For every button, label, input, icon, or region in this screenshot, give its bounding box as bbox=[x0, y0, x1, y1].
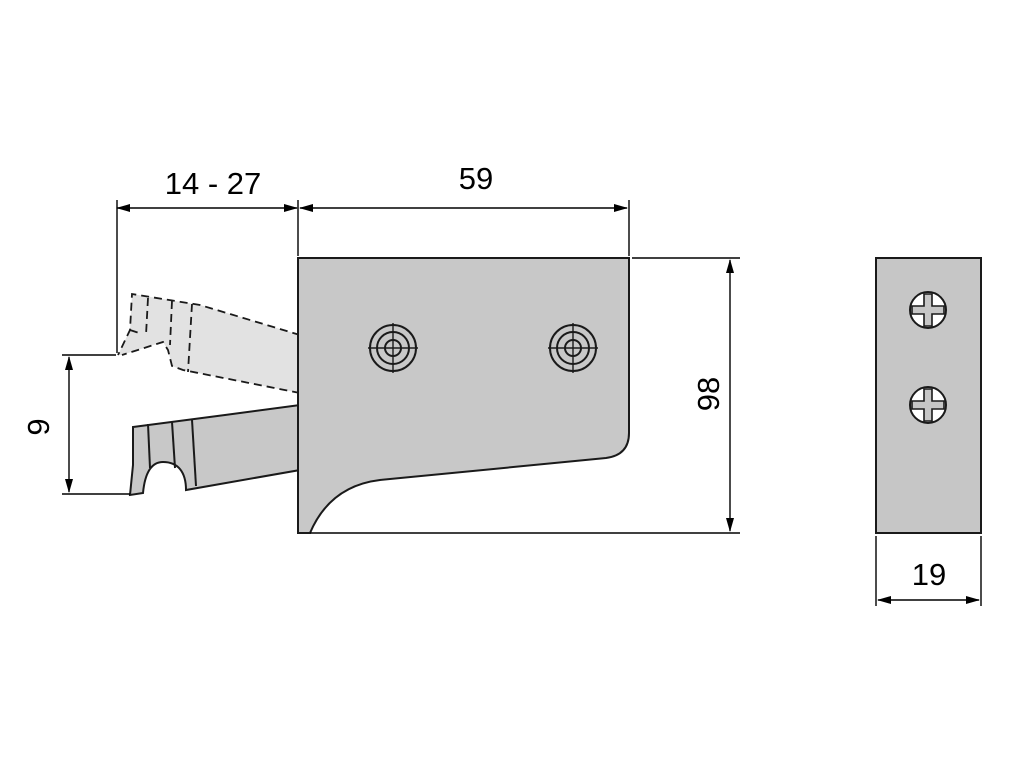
lever-closed bbox=[128, 403, 301, 497]
dimension-adjust-range: 14 - 27 bbox=[116, 166, 298, 353]
dimension-offset-label: 9 bbox=[21, 418, 56, 435]
main-body bbox=[297, 257, 630, 534]
lever-open-ghost bbox=[118, 294, 300, 393]
phillips-screw-icon bbox=[909, 386, 947, 424]
phillips-screw-icon bbox=[909, 291, 947, 329]
dimension-height: 98 bbox=[310, 257, 740, 534]
dimension-width-label: 59 bbox=[459, 161, 493, 196]
dimension-width: 59 bbox=[297, 161, 630, 256]
lever-body bbox=[128, 403, 301, 497]
dimension-depth: 19 bbox=[875, 536, 982, 606]
side-view bbox=[875, 257, 982, 534]
screw-hole-icon bbox=[548, 323, 598, 373]
main-body-front-view bbox=[297, 257, 630, 534]
dimension-adjust-range-label: 14 - 27 bbox=[165, 166, 262, 201]
dimension-depth-label: 19 bbox=[912, 557, 946, 592]
dimension-height-label: 98 bbox=[691, 377, 726, 411]
screw-hole-icon bbox=[368, 323, 418, 373]
lever-open-position bbox=[117, 292, 301, 394]
dimension-offset: 9 bbox=[21, 354, 130, 495]
